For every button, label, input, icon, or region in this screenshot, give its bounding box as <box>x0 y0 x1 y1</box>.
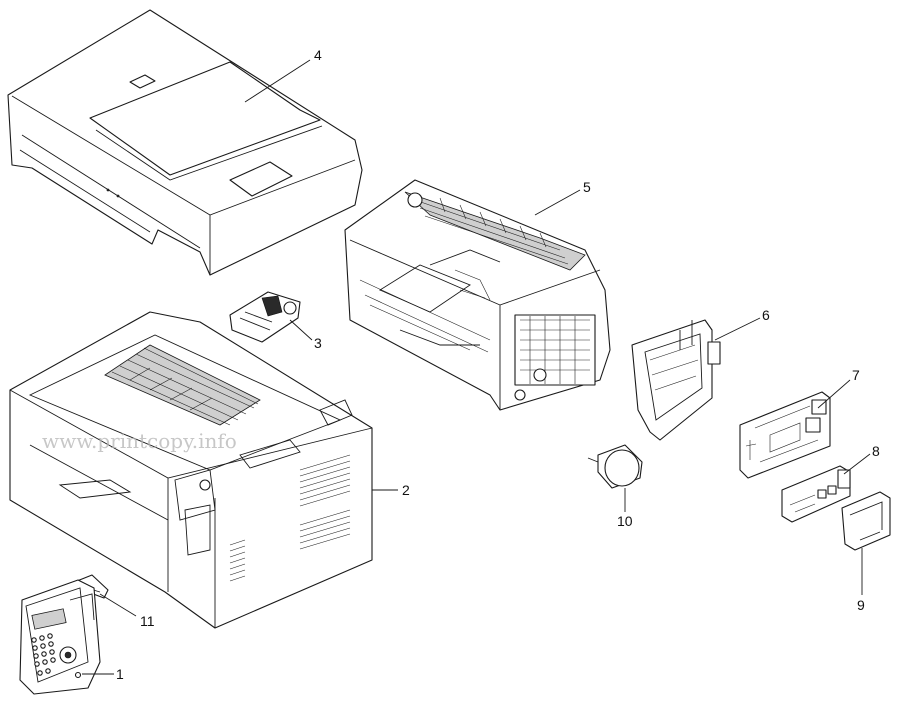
part-10-speaker <box>587 444 643 489</box>
callout-11: 11 <box>140 613 155 629</box>
part-5-main-frame <box>344 179 611 411</box>
callout-8: 8 <box>872 443 880 459</box>
part-9-shield-bracket <box>841 491 891 551</box>
leader-lines <box>82 59 871 675</box>
part-3-pickup-assembly <box>229 291 301 343</box>
part-7-main-board <box>739 391 831 479</box>
callout-1: 1 <box>116 666 124 682</box>
part-1-control-panel <box>19 579 101 695</box>
callout-9: 9 <box>857 597 865 613</box>
part-2-printer-body: www.printcopy.info <box>9 311 373 629</box>
part-6-bracket-plate <box>631 319 721 441</box>
callout-4: 4 <box>314 47 322 63</box>
watermark-text: www.printcopy.info <box>42 429 237 453</box>
callout-labels: 1 2 3 4 5 6 7 8 9 10 11 <box>116 47 880 682</box>
part-4-scanner-cover <box>7 9 363 276</box>
keypad-buttons <box>31 633 82 679</box>
part-8-sub-board <box>781 465 851 523</box>
callout-6: 6 <box>762 307 770 323</box>
callout-5: 5 <box>583 179 591 195</box>
callout-2: 2 <box>402 482 410 498</box>
callout-3: 3 <box>314 335 322 351</box>
callout-7: 7 <box>852 367 860 383</box>
callout-10: 10 <box>617 513 633 529</box>
